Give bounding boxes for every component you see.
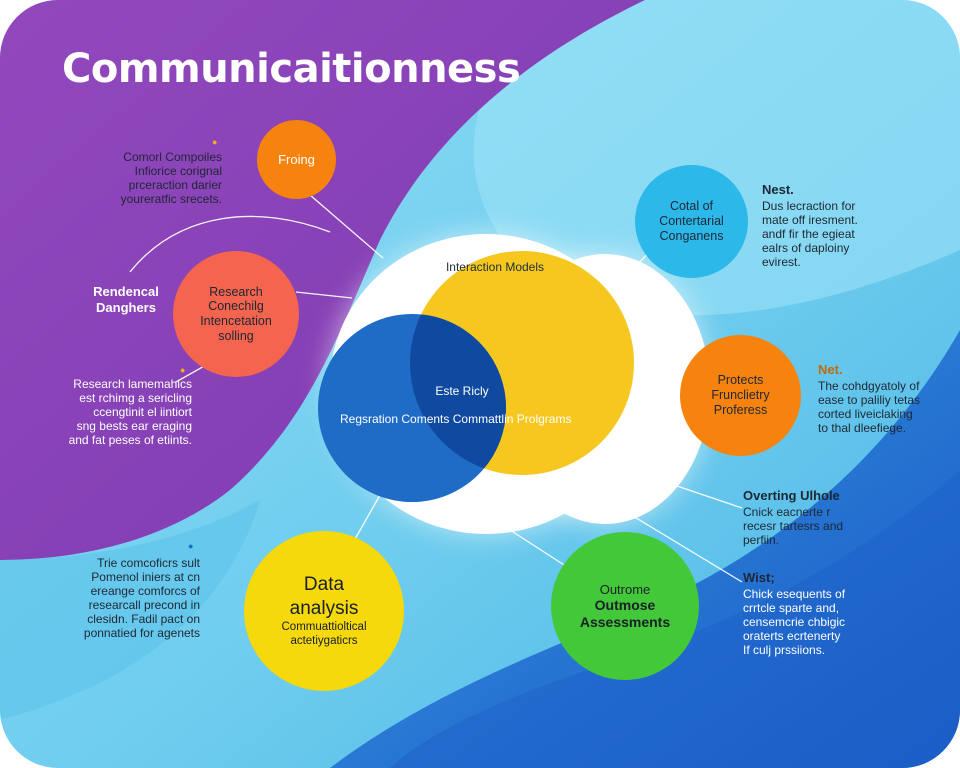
projects-description-line: ease to paliliy tetas <box>818 393 921 407</box>
data-analysis-title-line: Data <box>303 574 345 596</box>
research-node-line: solling <box>218 328 254 343</box>
outcome-node-line: Outmose <box>594 597 656 614</box>
contextual-node-line: Cotal of <box>669 199 714 214</box>
blue-circle-line: Regsration <box>340 412 399 426</box>
outcome-description-line: If culj prssiions. <box>743 643 826 657</box>
page-title: Communicaitionness <box>62 46 521 92</box>
data-analysis-node: Data analysis Commuattioltical actetiyga… <box>244 531 404 691</box>
projects-node-line: Protects <box>717 373 764 388</box>
contextual-description-line: Dus lecraction for <box>762 199 856 213</box>
mid-blue-wave <box>390 470 960 768</box>
lower-left-wave <box>0 500 260 720</box>
light-swoosh <box>473 0 960 316</box>
interaction-models-label: Interaction Models <box>445 260 545 274</box>
overting-description-line: recesr tartesrs and <box>743 519 844 533</box>
projects-description-line: corted liveiclaking <box>818 407 913 421</box>
accent-dot-icon: ● <box>180 365 186 375</box>
framing-description-line: Comorl Compoiles <box>123 150 222 164</box>
connector-framing-center <box>309 194 384 259</box>
projects-description: Net. The cohdgyatoly of ease to paliliy … <box>818 362 944 435</box>
research-description-line: Research lamemahics <box>73 377 192 391</box>
framing-node: Froing <box>257 120 336 199</box>
research-heading-line: Danghers <box>96 300 156 315</box>
framing-description-line: youreratfic srecets. <box>120 192 222 206</box>
overting-description-line: Cnick eacnerte r <box>743 505 831 519</box>
blue-circle-line: Coments <box>401 412 450 426</box>
contextual-node-line: Contertarial <box>659 214 724 229</box>
research-node-line: Research <box>209 284 263 299</box>
projects-description-heading: Net. <box>818 362 843 377</box>
research-node-line: Conechilg <box>208 299 264 314</box>
accent-dot-icon: ● <box>188 541 194 551</box>
outcome-description-line: crrtcle sparte and, <box>743 601 840 615</box>
projects-node-line: Proferess <box>713 402 768 417</box>
outcome-node-line: Assessments <box>579 613 671 630</box>
overting-description-heading: Overting Ulhole <box>743 488 840 503</box>
contextual-description-line: andf fir the egieat <box>762 227 855 241</box>
connector-research-center <box>295 291 353 299</box>
data-analysis-sub-line: actetiygaticrs <box>290 635 358 647</box>
outcome-node: Outrome Outmose Assessments <box>551 532 699 680</box>
connector-research-arc <box>129 215 331 273</box>
outcome-description-line: oraterts ecrtenerty <box>743 629 841 643</box>
blue-circle-label: Regsration Coments Commattlin Prolgrams <box>340 412 571 427</box>
data-description-line: ponnatied for agenets <box>83 626 200 640</box>
blue-circle-line: Commattlin <box>452 412 514 426</box>
purple-region <box>0 0 645 560</box>
research-description-line: and fat peses of etiints. <box>68 433 192 447</box>
outcome-description-line: Chick esequents of <box>743 587 846 601</box>
accent-dot-icon: ● <box>212 137 218 147</box>
outcome-node-line: Outrome <box>599 581 651 597</box>
outcome-description-line: censemcrie chbigic <box>743 615 846 629</box>
contextual-description-line: mate off iresment. <box>762 213 858 227</box>
research-heading: Rendencal Danghers <box>76 284 176 316</box>
framing-node-label: Froing <box>278 151 315 167</box>
overting-description-line: perfiin. <box>743 533 780 547</box>
contextual-node-line: Conganens <box>659 228 724 243</box>
framing-description-line: prceraction darier <box>128 178 222 192</box>
contextual-description: Nest. Dus lecraction for mate off iresme… <box>762 182 882 269</box>
contextual-description-line: evirest. <box>762 255 801 269</box>
data-description-line: ereange comforcs of <box>90 584 200 598</box>
data-description-line: Pomenol iniers at cn <box>91 570 200 584</box>
projects-description-line: The cohdgyatoly of <box>818 379 920 393</box>
projects-node: Protects Frunclietry Proferess <box>680 335 801 456</box>
projects-node-line: Frunclietry <box>711 388 770 403</box>
outcome-description-heading: Wist; <box>743 570 775 585</box>
research-description-line: sng bests ear eraging <box>76 419 192 433</box>
research-description-line: ccengtinit el iintiort <box>93 405 192 419</box>
overlap-label: Este Ricly <box>435 384 489 398</box>
framing-description-line: Infiorice corignal <box>134 164 222 178</box>
contextual-description-heading: Nest. <box>762 182 794 197</box>
research-description: Research lamemahics est rchimg a sericli… <box>62 377 192 447</box>
outcome-description: Wist; Chick esequents of crrtcle sparte … <box>743 570 873 657</box>
research-node: Research Conechilg Intencetation solling <box>173 251 299 377</box>
data-description-line: researcall precond in <box>88 598 200 612</box>
overting-description: Overting Ulhole Cnick eacnerte r recesr … <box>743 488 873 547</box>
research-description-line: est rchimg a sericling <box>79 391 192 405</box>
projects-description-line: to thal dleefiege. <box>818 421 907 435</box>
data-description: Trie comcoficrs sult Pomenol iniers at c… <box>72 556 200 640</box>
blue-circle-line: Prolgrams <box>516 412 572 426</box>
data-description-line: Trie comcoficrs sult <box>97 556 200 570</box>
contextual-description-line: ealrs of daploiny <box>762 241 850 255</box>
data-analysis-title-line: analysis <box>289 598 359 620</box>
contextual-node: Cotal of Contertarial Conganens <box>635 165 748 278</box>
data-description-line: clesidn. Fadil pact on <box>87 612 200 626</box>
research-node-line: Intencetation <box>200 314 272 328</box>
framing-description: Comorl Compoiles Infiorice corignal prce… <box>100 150 222 206</box>
data-analysis-sub-line: Commuattioltical <box>281 621 367 634</box>
research-heading-line: Rendencal <box>93 284 159 299</box>
